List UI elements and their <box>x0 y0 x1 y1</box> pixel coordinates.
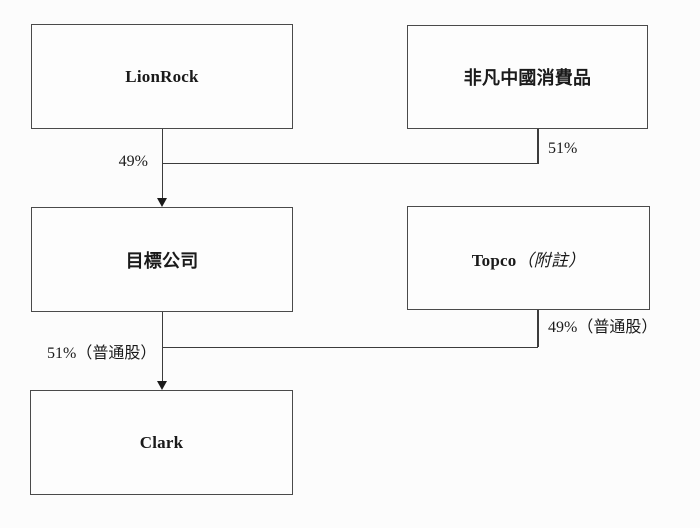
box-clark-label: Clark <box>139 432 184 452</box>
box-topco-label-main: Topco <box>471 250 517 270</box>
connector-lionrock-down <box>161 129 163 199</box>
box-target-company: 目標公司 <box>31 207 293 312</box>
box-topco-label: Topco（附註） <box>472 246 586 271</box>
ownership-label-topco-to-clark: 49%（普通股） <box>548 319 658 336</box>
connector-feifan-down <box>537 129 539 164</box>
arrowhead-into-clark <box>157 381 167 390</box>
connector-bottom-horizontal <box>162 346 538 348</box>
box-topco: Topco（附註） <box>407 206 650 310</box>
box-target-company-label: 目標公司 <box>125 250 199 271</box>
box-feifan-china-consumer: 非凡中國消費品 <box>407 25 648 129</box>
box-lionrock-label: LionRock <box>125 66 199 86</box>
connector-top-horizontal <box>162 162 538 164</box>
connector-topco-down <box>537 310 539 347</box>
box-topco-label-note: （附註） <box>516 250 586 270</box>
arrowhead-into-target-company <box>157 198 167 207</box>
box-feifan-china-consumer-label: 非凡中國消費品 <box>463 68 592 88</box>
box-lionrock: LionRock <box>31 24 293 129</box>
ownership-label-target-to-clark: 51%（普通股） <box>47 345 157 362</box>
ownership-label-lionrock-to-target: 49% <box>118 153 148 170</box>
ownership-label-feifan-to-target: 51% <box>548 140 578 157</box>
box-clark: Clark <box>30 390 293 495</box>
